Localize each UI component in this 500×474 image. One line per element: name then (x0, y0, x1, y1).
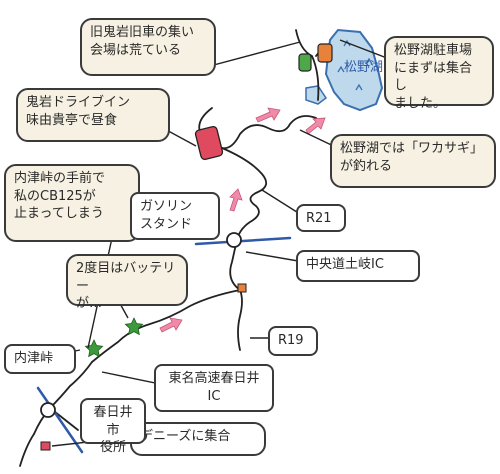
label-gas-station: ガソリン スタンド (130, 192, 220, 240)
note-battery: 2度目はバッテリー が… (66, 254, 188, 311)
note-kigan-drivein: 鬼岩ドライブイン 味由貴亭で昼食 (16, 88, 170, 142)
lake-icon[interactable] (324, 28, 384, 112)
highway-lines (36, 236, 292, 454)
label-tomei-kasugai-ic: 東名高速春日井 IC (154, 364, 274, 412)
breakdown-star-icon-2[interactable] (84, 339, 104, 358)
lake-tree-marks (337, 39, 373, 91)
dennys-marker[interactable] (40, 441, 51, 451)
parking-marker-green[interactable] (298, 53, 312, 72)
breakdown-star-icon[interactable] (124, 317, 144, 336)
gas-station-marker[interactable] (237, 283, 247, 293)
route-arrow-icon (159, 107, 326, 333)
parking-marker[interactable] (317, 43, 333, 63)
note-old-kigan-road: 旧鬼岩旧車の集い 会場は荒ている (80, 18, 216, 76)
drivein-marker[interactable] (194, 125, 224, 161)
interchange-icon[interactable] (226, 232, 242, 248)
label-r19: R19 (268, 326, 318, 356)
label-utsutsu-pass: 内津峠 (4, 344, 76, 374)
tomei-interchange-icon[interactable] (40, 402, 56, 418)
note-wakasagi: 松野湖では「ワカサギ」 が釣れる (330, 134, 496, 188)
note-utsutsu-breakdown: 内津峠の手前で 私のCB125が 止まってしまう (4, 164, 140, 242)
label-r21: R21 (296, 204, 346, 232)
note-lake-parking: 松野湖駐車場 にまずは集合し ました。 (384, 36, 494, 111)
label-chuo-toki-ic: 中央道土岐IC (296, 250, 420, 282)
note-dennys: デニーズに集合 (130, 422, 266, 456)
lake-label: 松野湖 (344, 60, 384, 75)
lake-shore (305, 85, 328, 105)
label-kasugai-city-office: 春日井市 役所 (80, 398, 146, 455)
